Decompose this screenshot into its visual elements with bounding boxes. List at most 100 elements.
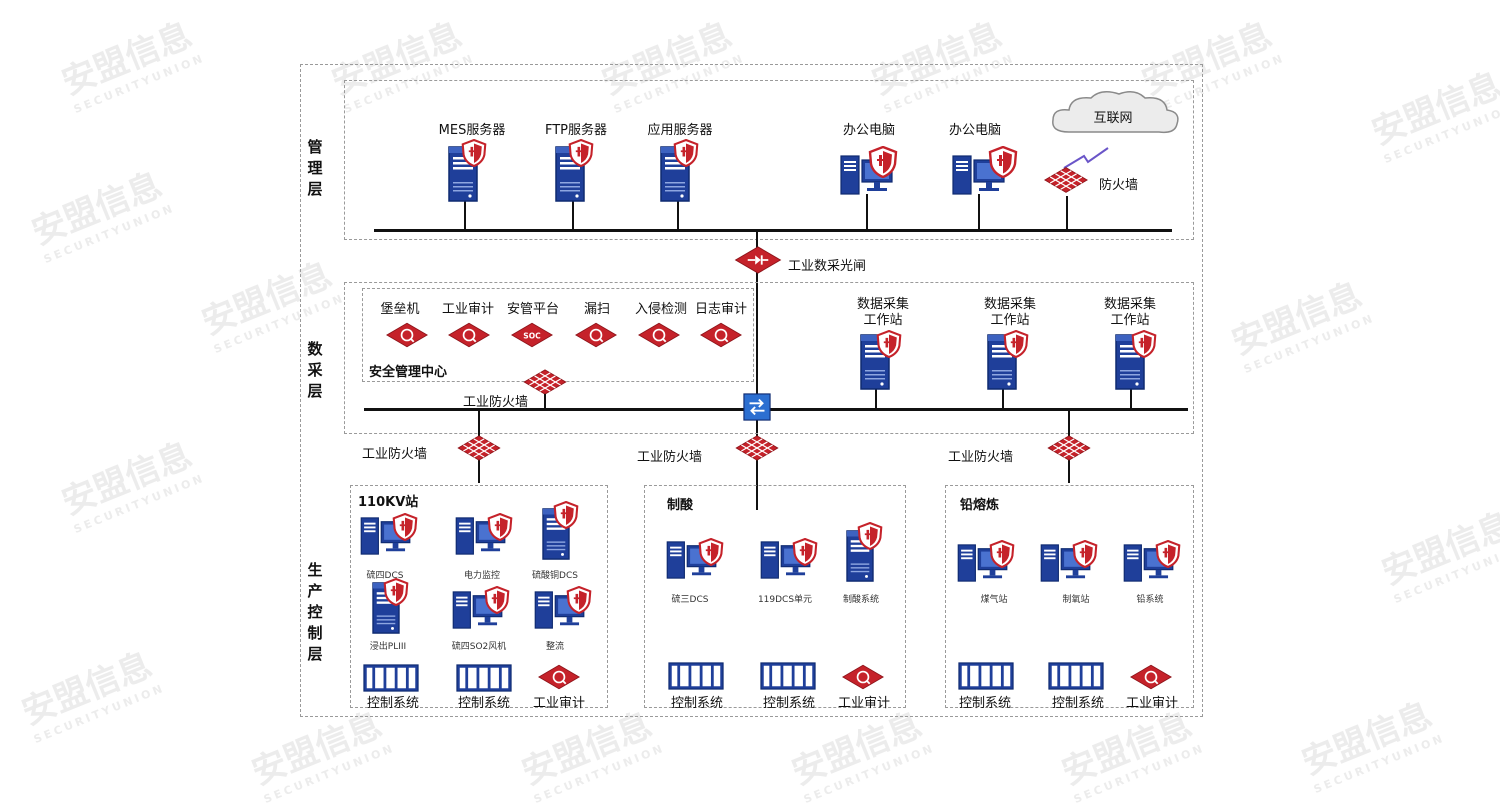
device-label: 硫三DCS <box>671 595 709 605</box>
industrial-audit-icon <box>538 664 580 690</box>
shield-icon <box>988 146 1018 178</box>
log-audit-icon <box>700 322 742 348</box>
device-label: 煤气站 <box>980 595 1008 605</box>
shield-icon <box>1155 540 1181 568</box>
control-system-label: 控制系统 <box>457 696 511 711</box>
office-pc-label: 办公电脑 <box>842 123 896 138</box>
zone-title: 110KV站 <box>358 495 419 510</box>
control-system-label: 控制系统 <box>670 696 724 711</box>
management-bus-line <box>374 229 1172 232</box>
plc-icon <box>1047 662 1105 690</box>
shield-icon <box>673 139 699 167</box>
device-label: 制酸系统 <box>842 595 880 605</box>
shield-icon <box>698 538 724 566</box>
shield-icon <box>1072 540 1098 568</box>
device-label: 硫四DCS <box>366 571 404 581</box>
station-label: 数据采集工作站 <box>983 297 1037 328</box>
industrial-firewall-icon <box>457 435 501 461</box>
layer-label-production: 生产控制层 <box>307 561 323 663</box>
layer-label-data-collection: 数采层 <box>307 340 323 400</box>
shield-icon <box>792 538 818 566</box>
device-label: 119DCS单元 <box>757 595 813 605</box>
connector-line <box>866 194 868 230</box>
zone-110kv <box>350 485 608 708</box>
gateway-label: 工业数采光闸 <box>788 259 867 274</box>
connector-line <box>978 194 980 230</box>
station-label: 数据采集工作站 <box>1103 297 1157 328</box>
internet-label: 互联网 <box>1093 111 1133 126</box>
tool-label: 入侵检测 <box>634 302 688 317</box>
tool-label: 工业审计 <box>441 302 495 317</box>
soc-text: SOC <box>523 331 541 340</box>
gateway-icon <box>734 246 782 274</box>
ftp-server-label: FTP服务器 <box>544 123 608 138</box>
zone-title: 铅熔炼 <box>960 498 1000 513</box>
shield-icon <box>484 586 510 614</box>
tool-label: 日志审计 <box>694 302 748 317</box>
connector-line <box>572 200 574 230</box>
data-bus-line <box>364 408 1188 411</box>
industrial-firewall-icon <box>735 435 779 461</box>
industrial-audit-label: 工业审计 <box>532 696 586 711</box>
connector-line <box>1066 196 1068 230</box>
switch-icon <box>743 393 771 421</box>
connector-line <box>677 200 679 230</box>
connector-line <box>875 388 877 409</box>
connector-line <box>544 394 546 408</box>
production-firewall-label: 工业防火墙 <box>637 450 703 465</box>
zone-acid <box>644 485 906 708</box>
tool-label: 安管平台 <box>506 302 560 317</box>
device-label: 硫四SO2风机 <box>451 642 507 652</box>
zone-lead-smelting <box>945 485 1194 708</box>
shield-icon <box>553 501 579 529</box>
data-collection-zone <box>344 282 1194 434</box>
connector-line <box>1130 388 1132 409</box>
shield-icon <box>1003 330 1029 358</box>
soc-platform-icon: SOC <box>511 322 553 348</box>
layer-label-management: 管理层 <box>307 138 323 198</box>
shield-icon <box>487 513 513 541</box>
device-label: 电力监控 <box>463 571 501 581</box>
shield-icon <box>566 586 592 614</box>
industrial-firewall-icon <box>1047 435 1091 461</box>
device-label: 浸出PLIII <box>369 642 407 652</box>
shield-icon <box>857 522 883 550</box>
control-system-label: 控制系统 <box>1051 696 1105 711</box>
office-pc-label: 办公电脑 <box>948 123 1002 138</box>
industrial-firewall-icon <box>523 369 567 395</box>
connector-line <box>464 200 466 230</box>
industrial-firewall-label: 工业防火墙 <box>463 395 529 410</box>
shield-icon <box>1131 330 1157 358</box>
shield-icon <box>461 139 487 167</box>
firewall-icon <box>1044 166 1088 194</box>
internet-cloud-icon <box>1047 88 1183 140</box>
shield-icon <box>568 139 594 167</box>
trunk-line <box>756 230 758 510</box>
control-system-label: 控制系统 <box>366 696 420 711</box>
station-label: 数据采集工作站 <box>856 297 910 328</box>
industrial-audit-icon <box>448 322 490 348</box>
production-firewall-label: 工业防火墙 <box>362 447 428 462</box>
outer-frame <box>300 64 1203 717</box>
bastion-host-icon <box>386 322 428 348</box>
intrusion-detection-icon <box>638 322 680 348</box>
device-label: 铅系统 <box>1136 595 1164 605</box>
management-zone <box>344 80 1194 240</box>
plc-icon <box>957 662 1015 690</box>
industrial-audit-icon <box>842 664 884 690</box>
plc-icon <box>759 662 817 690</box>
tool-label: 堡垒机 <box>380 302 420 317</box>
mes-server-label: MES服务器 <box>438 123 506 138</box>
firewall-label: 防火墙 <box>1099 178 1139 193</box>
connector-line <box>1002 388 1004 409</box>
device-label: 整流 <box>545 642 565 652</box>
control-system-label: 控制系统 <box>762 696 816 711</box>
plc-icon <box>455 664 513 692</box>
